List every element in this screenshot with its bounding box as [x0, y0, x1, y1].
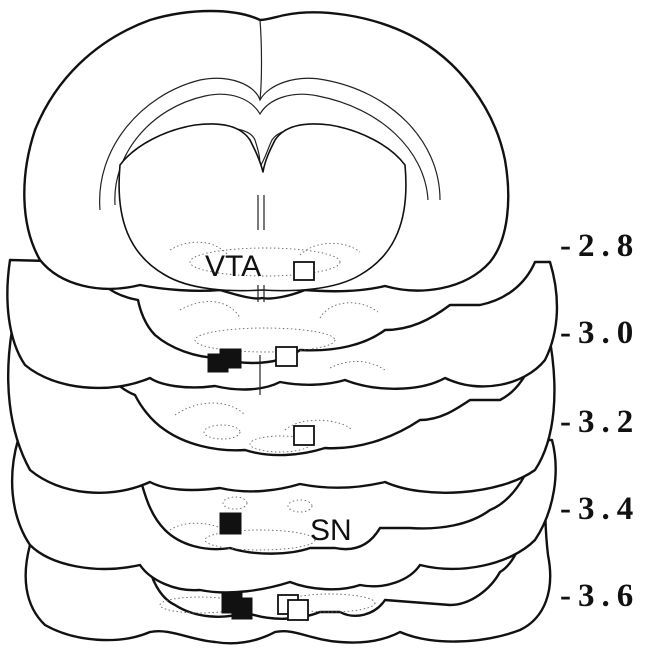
level-label-minus-3-6: -3.6	[560, 578, 640, 614]
section-minus-2-8	[24, 11, 508, 302]
dotted-structure	[288, 500, 312, 512]
vta-label: VTA	[205, 250, 261, 283]
dotted-structure	[195, 328, 335, 352]
filled-square-marker	[220, 349, 241, 368]
level-label-minus-3-4: -3.4	[560, 491, 640, 527]
open-square-marker	[294, 426, 314, 445]
level-label-minus-2-8: -2.8	[560, 228, 640, 264]
dotted-structure	[320, 303, 378, 318]
dotted-structure	[180, 302, 240, 318]
dotted-structure	[170, 523, 225, 530]
filled-square-marker	[220, 513, 241, 534]
open-square-marker	[294, 262, 314, 280]
dotted-structure	[223, 497, 247, 509]
dotted-structure	[175, 403, 245, 415]
filled-square-marker	[232, 598, 252, 619]
dotted-structure	[204, 425, 240, 439]
level-label-minus-3-0: -3.0	[560, 315, 640, 351]
sn-label: SN	[310, 514, 352, 547]
open-square-marker	[288, 600, 308, 620]
open-square-marker	[276, 347, 297, 366]
level-label-minus-3-2: -3.2	[560, 404, 640, 440]
